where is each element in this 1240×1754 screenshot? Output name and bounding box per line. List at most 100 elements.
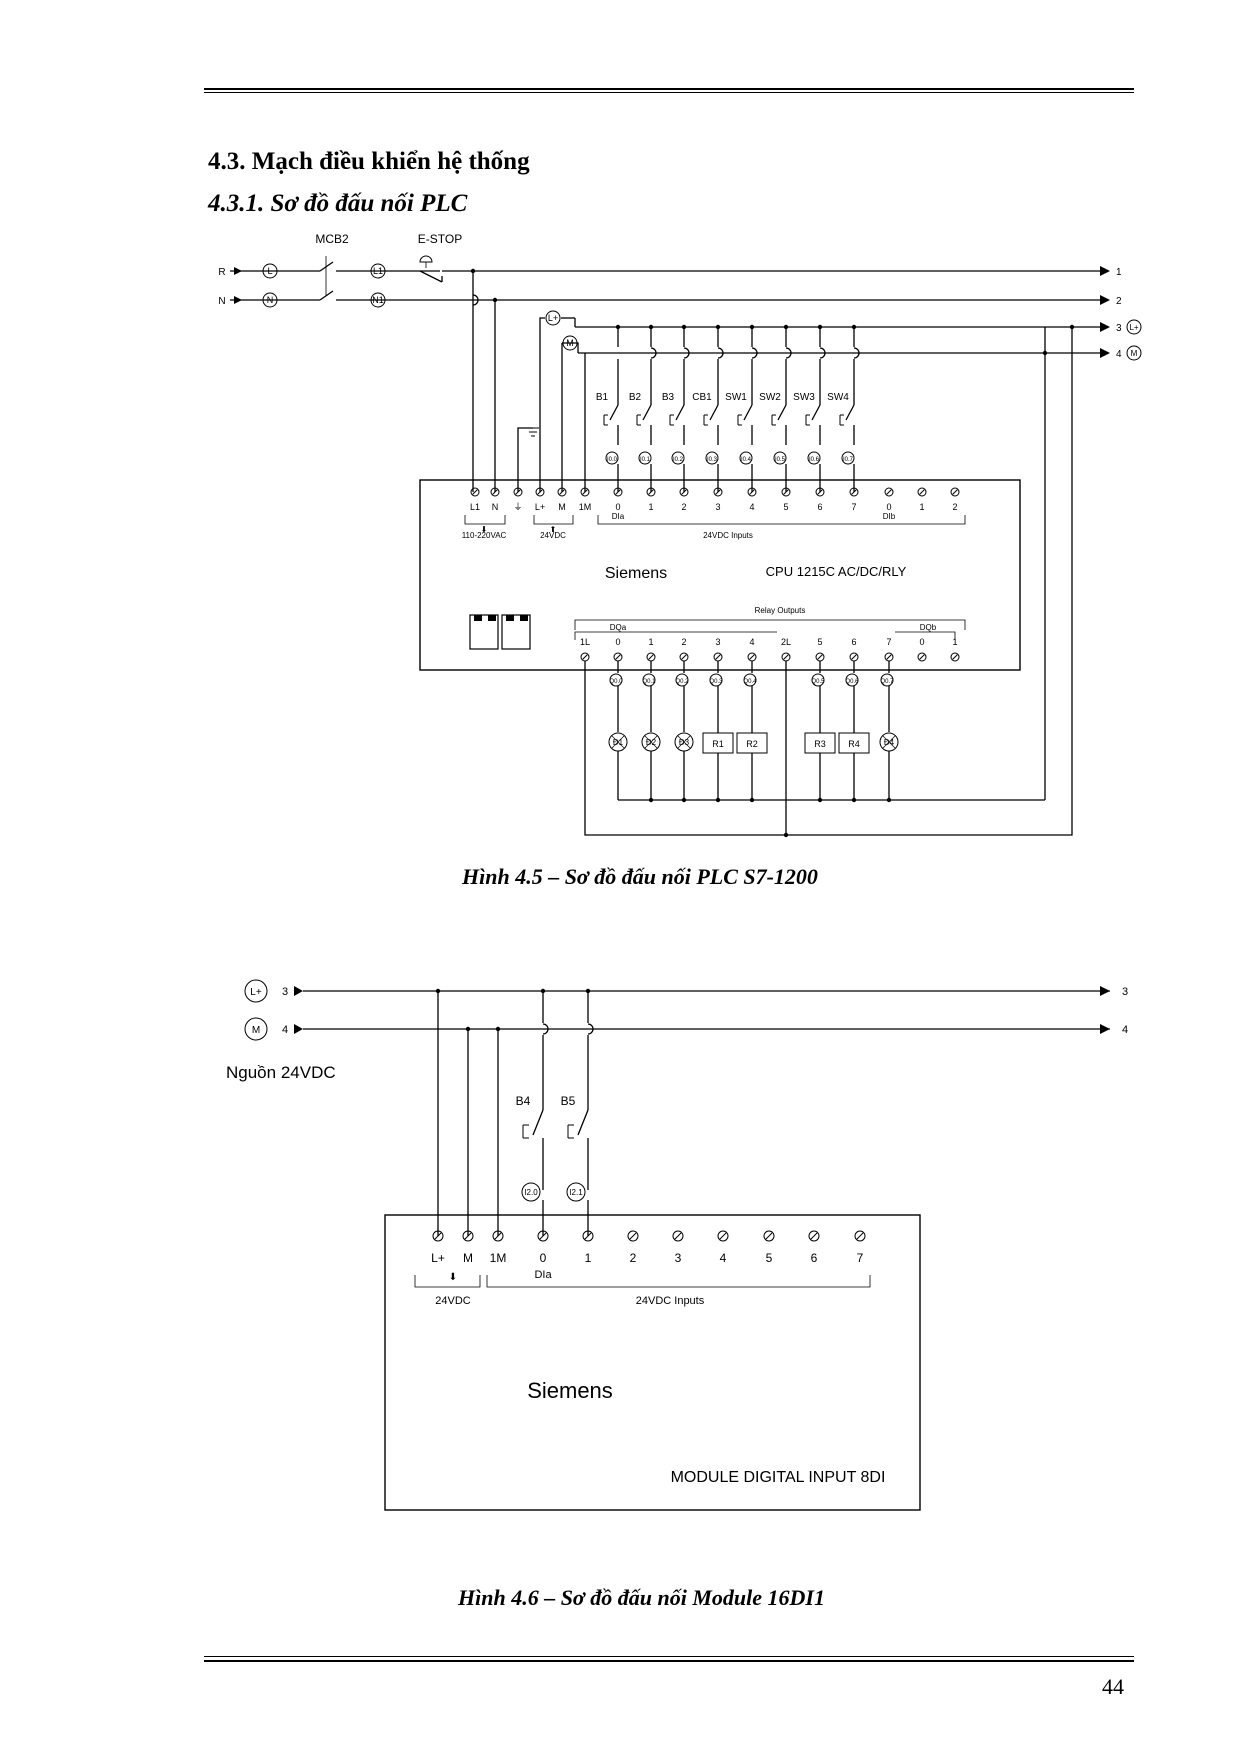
module-terminal-label: 1	[585, 1251, 592, 1265]
phase-label-r: R	[218, 267, 225, 278]
input-label-sw2: SW2	[759, 392, 781, 403]
lamp-cross	[677, 735, 691, 749]
lamp-cross	[644, 735, 658, 749]
terminal-slot	[765, 1232, 773, 1240]
module-terminal-label: 1M	[490, 1251, 507, 1265]
junction-dot	[783, 832, 789, 838]
terminal-slot	[629, 1232, 637, 1240]
cpu-terminal-label: 7	[851, 502, 856, 512]
input-address-I0.2: I0.2	[673, 457, 684, 463]
terminal-slot	[472, 489, 478, 495]
terminal-slot	[615, 489, 621, 495]
bracket-inputs	[486, 1275, 871, 1288]
mcb2-contact-r	[319, 261, 334, 272]
line-number-1: 1	[1116, 267, 1122, 278]
relay-label: R2	[746, 739, 758, 749]
terminal-slot	[886, 654, 892, 660]
estop-mushroom-icon	[419, 255, 433, 263]
node-label: L+	[548, 313, 558, 323]
output-address-Q0.5: Q0.5	[811, 679, 825, 685]
output-address-Q0.7: Q0.7	[880, 679, 894, 685]
port-led	[488, 615, 496, 621]
terminal-slot	[648, 489, 654, 495]
line-number-2: 2	[1116, 296, 1122, 307]
terminal-screw	[470, 487, 480, 497]
terminal-screw	[537, 1230, 549, 1242]
bracket-power	[414, 1275, 481, 1288]
junction-dot	[715, 797, 721, 803]
input-address-I0.1: I0.1	[640, 457, 651, 463]
terminal-screw	[432, 1230, 444, 1242]
contact-blade	[642, 404, 652, 421]
address-marker	[671, 451, 685, 465]
terminal-screw	[490, 487, 500, 497]
module-brand: Siemens	[527, 1378, 613, 1403]
ethernet-port	[469, 614, 499, 650]
output-address-Q0.3: Q0.3	[709, 679, 723, 685]
arrow-head	[1100, 295, 1110, 305]
terminal-slot	[749, 489, 755, 495]
output-terminal-label: 2L	[781, 637, 791, 647]
power-arrow-icon: ⬇	[449, 1272, 457, 1283]
terminal-slot	[584, 1232, 592, 1240]
bracket-relay	[574, 619, 966, 630]
output-address-marker	[845, 673, 859, 687]
terminal-screw	[884, 487, 894, 497]
input-label-sw1: SW1	[725, 392, 747, 403]
port-led	[506, 615, 514, 621]
terminal-slot	[559, 489, 565, 495]
terminal-screw	[763, 1230, 775, 1242]
junction-dot	[817, 797, 823, 803]
output-terminal-label: 4	[749, 637, 754, 647]
cpu-terminal-label: 2	[952, 502, 957, 512]
module-terminal-label: 5	[766, 1251, 773, 1265]
terminal-screw	[492, 1230, 504, 1242]
cpu-terminal-label: 4	[749, 502, 754, 512]
terminal-slot	[674, 1232, 682, 1240]
module-title: MODULE DIGITAL INPUT 8DI	[671, 1469, 886, 1486]
page-number: 44	[1102, 1674, 1124, 1699]
node-marker	[262, 292, 278, 308]
terminal-slot	[582, 654, 588, 660]
junction-dot	[1042, 350, 1048, 356]
cpu-terminal-label: 6	[817, 502, 822, 512]
phase-label-n: N	[218, 296, 225, 307]
module-terminal-label: 0	[540, 1251, 547, 1265]
contact-blade	[709, 404, 719, 421]
terminal-slot	[856, 1232, 864, 1240]
terminal-screw	[747, 487, 757, 497]
terminal-slot	[681, 654, 687, 660]
terminal-slot	[851, 654, 857, 660]
module-power-label: 24VDC	[435, 1295, 471, 1307]
address-marker	[521, 1182, 541, 1202]
terminal-slot	[615, 654, 621, 660]
wire-crossover	[472, 294, 479, 306]
input-label-sw3: SW3	[793, 392, 815, 403]
estop-label: E-STOP	[418, 232, 462, 246]
address-marker	[773, 451, 787, 465]
cpu-power-ac-label: 110-220VAC	[462, 531, 507, 540]
input-address-I2.1: I2.1	[569, 1188, 583, 1197]
output-address-marker	[880, 673, 894, 687]
estop-contact	[419, 270, 443, 283]
figure-4-5-caption: Hình 4.5 – Sơ đồ đấu nối PLC S7-1200	[462, 864, 818, 889]
bracket-inputs	[597, 515, 966, 525]
node-marker	[244, 1017, 268, 1041]
lplus-drop	[539, 317, 545, 492]
node-label: L+	[1129, 323, 1138, 332]
cpu-model: CPU 1215C AC/DC/RLY	[766, 564, 907, 579]
output-address-marker	[609, 673, 623, 687]
contact-blade	[675, 404, 685, 421]
output-terminal-label: 5	[817, 637, 822, 647]
terminal-screw	[854, 1230, 866, 1242]
load-label: Đ3	[679, 738, 690, 747]
terminal-screw	[781, 487, 791, 497]
terminal-slot	[817, 654, 823, 660]
junction-dot	[851, 797, 857, 803]
node-label: N1	[372, 295, 384, 305]
terminal-screw	[557, 487, 567, 497]
line-number-3: 3	[282, 986, 288, 998]
wire-crossover	[717, 347, 724, 359]
terminal-slot	[434, 1232, 442, 1240]
